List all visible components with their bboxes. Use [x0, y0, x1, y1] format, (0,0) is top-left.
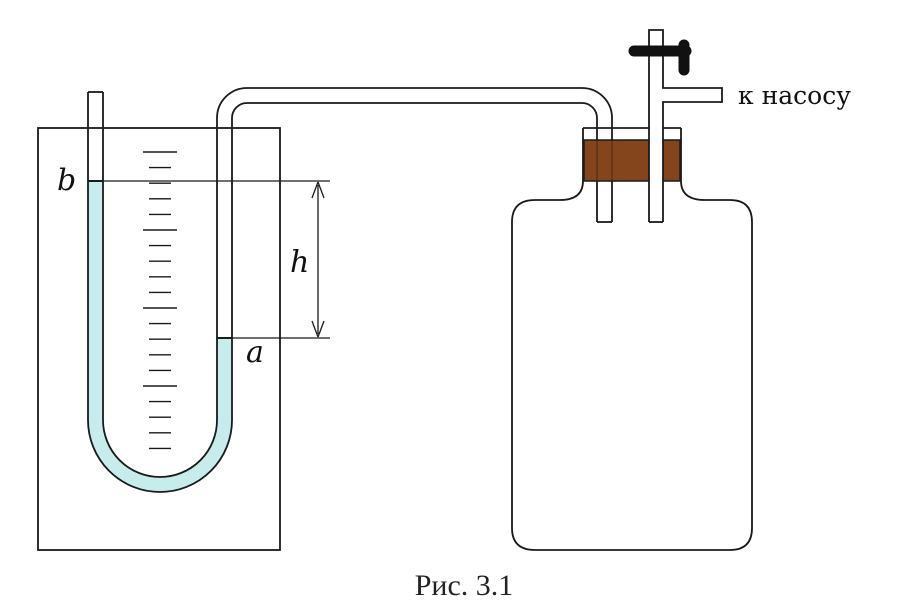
height-arrow [311, 181, 325, 338]
water-vessel [37, 127, 281, 551]
figure-caption: Рис. 3.1 [415, 569, 514, 602]
bottle [511, 128, 753, 551]
u-tube-inner [102, 87, 613, 478]
label-to-pump: к насосу [738, 81, 851, 110]
stopper [583, 139, 681, 182]
valve-handle-icon [628, 39, 692, 76]
u-tube-outer [87, 92, 598, 493]
measurement-scale [143, 151, 177, 450]
label-b: b [57, 163, 76, 198]
label-a: a [246, 335, 264, 370]
label-h: h [290, 245, 309, 280]
